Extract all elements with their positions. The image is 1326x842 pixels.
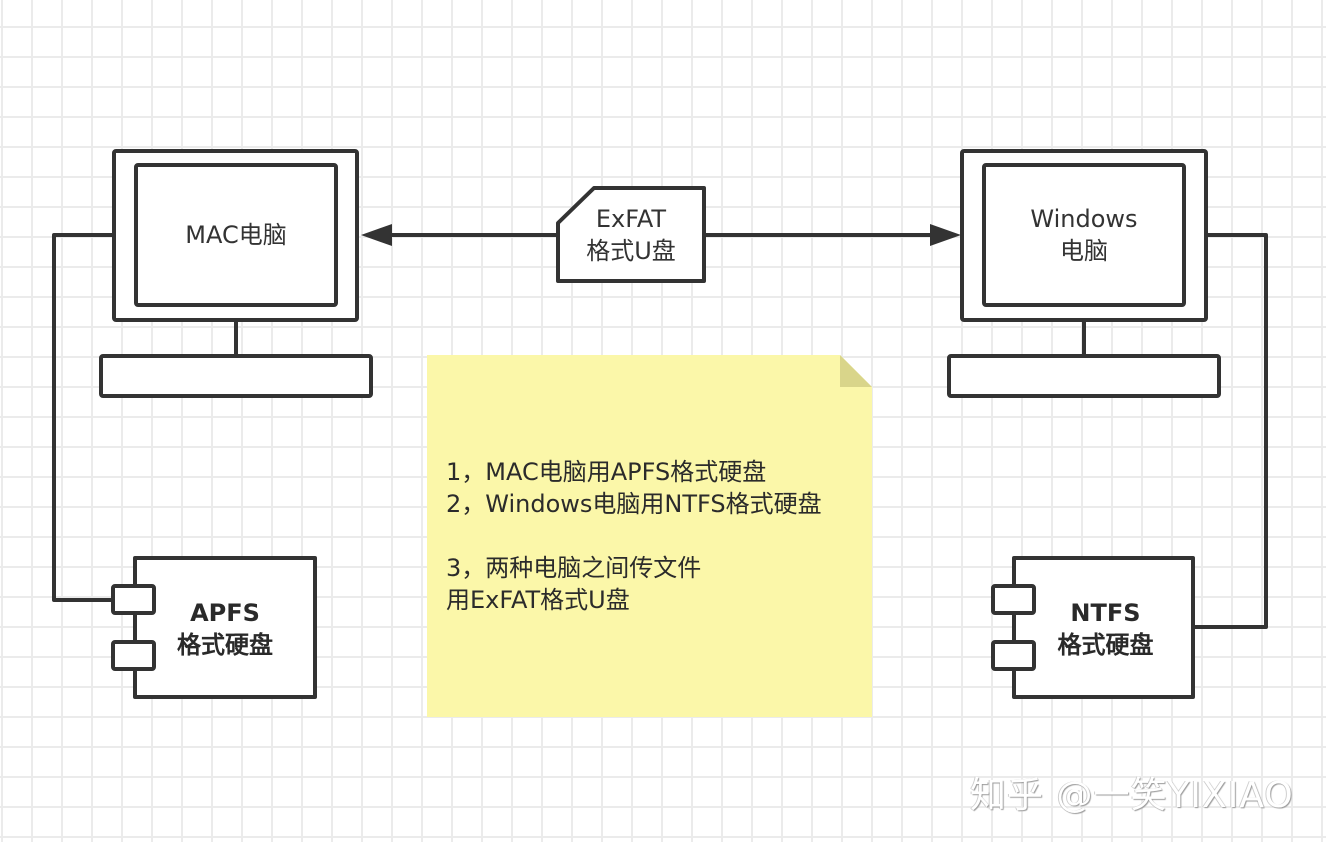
mac-computer-label: MAC电脑 xyxy=(185,221,287,249)
arrowhead-to-windows xyxy=(930,224,961,246)
ntfs-disk-label: NTFS 格式硬盘 xyxy=(1057,599,1154,659)
windows-computer-icon[interactable] xyxy=(947,149,1221,398)
mac-computer-icon[interactable] xyxy=(99,149,373,398)
note-line: 1，MAC电脑用APFS格式硬盘 xyxy=(446,458,767,486)
note-text: 1，MAC电脑用APFS格式硬盘 2，Windows电脑用NTFS格式硬盘 3，… xyxy=(446,456,866,616)
usb-drive-label: ExFAT 格式U盘 xyxy=(586,204,676,265)
usb-drive-card-shape[interactable] xyxy=(556,186,706,283)
note-line: 用ExFAT格式U盘 xyxy=(446,586,630,614)
watermark: 知乎 @一笑YIXIAO xyxy=(970,775,1294,816)
note-line: 3，两种电脑之间传文件 xyxy=(446,554,702,582)
note-fold-corner xyxy=(840,355,872,387)
note-line xyxy=(446,520,866,552)
edge-mac-to-apfs xyxy=(52,233,113,602)
ntfs-disk-component-icon[interactable] xyxy=(991,556,1195,699)
arrowhead-to-mac xyxy=(361,224,392,246)
edge-windows-to-ntfs xyxy=(1193,233,1268,629)
note-line: 2，Windows电脑用NTFS格式硬盘 xyxy=(446,490,822,518)
sticky-note[interactable] xyxy=(427,355,872,717)
windows-computer-label: Windows 电脑 xyxy=(1030,205,1138,265)
apfs-disk-component-icon[interactable] xyxy=(111,556,317,699)
apfs-disk-label: APFS 格式硬盘 xyxy=(177,599,273,659)
